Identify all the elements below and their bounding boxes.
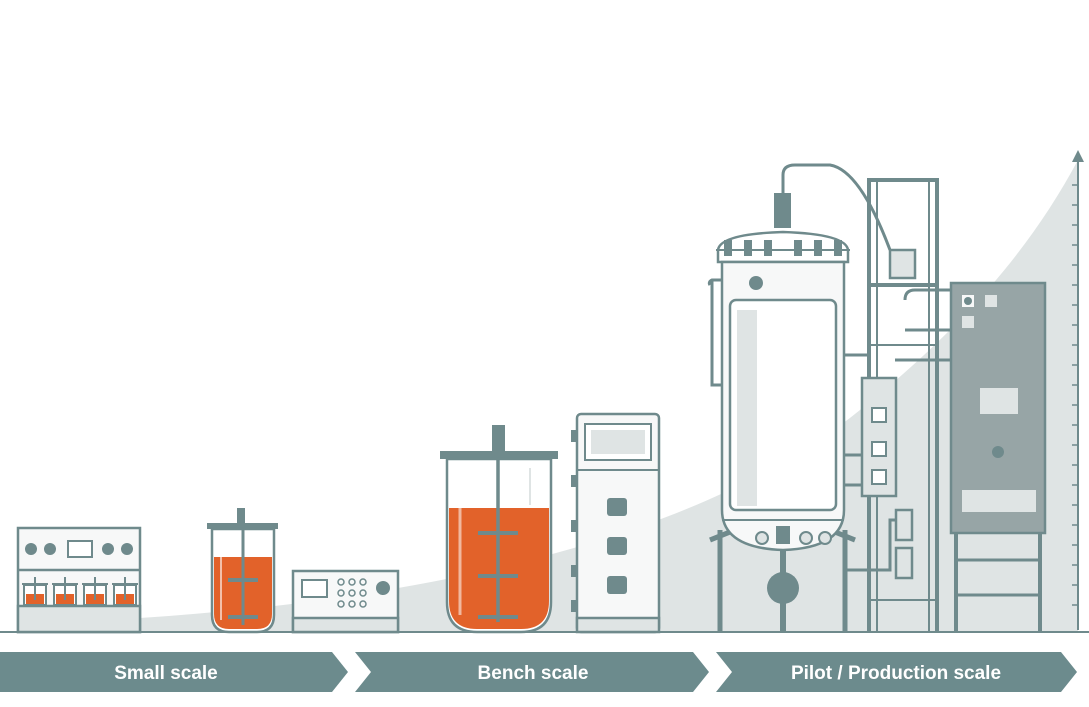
stage-banner-pilot xyxy=(716,652,1077,692)
controller-unit-icon xyxy=(291,569,400,634)
piping-frame-icon xyxy=(707,163,951,632)
parallel-bioreactor-icon xyxy=(16,526,142,634)
pilot-steel-vessel-icon xyxy=(709,193,856,632)
small-glass-vessel-icon xyxy=(207,508,278,634)
stage-label-pilot: Pilot / Production scale xyxy=(791,663,1001,684)
stage-banner-bench xyxy=(355,652,709,692)
bench-glass-vessel-icon xyxy=(440,425,558,634)
control-cabinet-icon xyxy=(949,281,1047,632)
stage-banner-small xyxy=(0,652,348,692)
bench-control-tower-icon xyxy=(571,412,661,634)
stage-label-small: Small scale xyxy=(114,663,218,684)
scale-axis-arrow-icon xyxy=(1072,150,1084,630)
stage-label-bench: Bench scale xyxy=(478,663,589,684)
stage-banners: Small scale Bench scale Pilot / Producti… xyxy=(0,652,1077,692)
